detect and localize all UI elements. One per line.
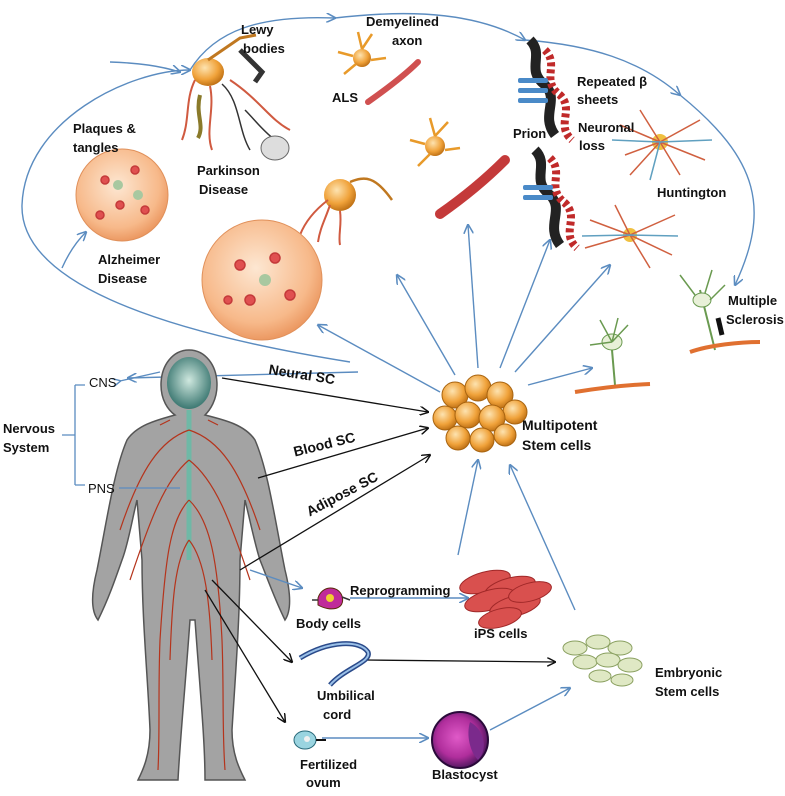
label-nervous-2: System — [3, 440, 50, 455]
ms-neuron-illustration — [574, 269, 761, 394]
label-ms-2: Sclerosis — [726, 312, 784, 327]
label-ips-cells: iPS cells — [474, 626, 528, 641]
embryonic-stem-cells-illustration — [562, 634, 643, 687]
label-alzheimer-1: Alzheimer — [98, 252, 161, 267]
nervous-system-bracket — [62, 371, 180, 489]
prion-illustration — [518, 36, 580, 251]
label-lewy-bodies-1: Lewy — [241, 22, 274, 37]
label-parkinson-2: Disease — [199, 182, 249, 197]
fertilized-ovum-illustration — [293, 730, 326, 750]
huntington-illustration — [581, 109, 713, 269]
umbilical-cord-illustration — [298, 641, 371, 687]
multipotent-stem-cell-cluster — [432, 374, 528, 453]
label-pns: PNS — [88, 481, 115, 496]
label-plaques-1: Plaques & — [73, 121, 136, 136]
label-embryonic-2: Stem cells — [655, 684, 720, 699]
label-reprogramming: Reprogramming — [350, 583, 451, 598]
label-neuronal-2: loss — [579, 138, 606, 153]
label-fertilized-1: Fertilized — [300, 757, 358, 772]
label-multipotent-2: Stem cells — [522, 437, 592, 453]
label-parkinson-1: Parkinson — [197, 163, 260, 178]
parkinson-neuron-illustration — [181, 33, 291, 161]
label-alzheimer-2: Disease — [98, 271, 148, 286]
label-embryonic-1: Embryonic — [655, 665, 723, 680]
label-nervous-1: Nervous — [3, 421, 56, 436]
label-lewy-bodies-2: bodies — [243, 41, 285, 56]
label-demyelined-2: axon — [392, 33, 423, 48]
label-neuronal-1: Neuronal — [578, 120, 635, 135]
label-ms-1: Multiple — [728, 293, 778, 308]
blastocyst-illustration — [431, 711, 489, 769]
ips-cells-illustration — [459, 569, 552, 629]
source-arrows — [204, 377, 555, 722]
label-plaques-2: tangles — [73, 140, 119, 155]
alzheimer-plaque-circles — [75, 148, 323, 341]
label-cns: CNS — [89, 375, 117, 390]
label-multipotent-1: Multipotent — [522, 417, 598, 433]
label-prion: Prion — [513, 126, 547, 141]
als-neuron-illustration — [299, 31, 510, 246]
lower-flow-arrows — [249, 460, 576, 738]
label-blastocyst: Blastocyst — [432, 767, 498, 782]
disease-loop-arcs — [21, 14, 755, 363]
label-repeated-1: Repeated β — [577, 74, 648, 89]
label-umbilical-2: cord — [323, 707, 352, 722]
label-umbilical-1: Umbilical — [317, 688, 375, 703]
body-cell-illustration — [312, 587, 351, 610]
label-demyelined-1: Demyelined — [366, 14, 439, 29]
label-repeated-2: sheets — [577, 92, 619, 107]
label-huntington: Huntington — [657, 185, 727, 200]
label-fertilized-2: ovum — [306, 775, 341, 790]
label-als: ALS — [332, 90, 358, 105]
label-body-cells: Body cells — [296, 616, 362, 631]
human-body-figure — [91, 349, 291, 781]
